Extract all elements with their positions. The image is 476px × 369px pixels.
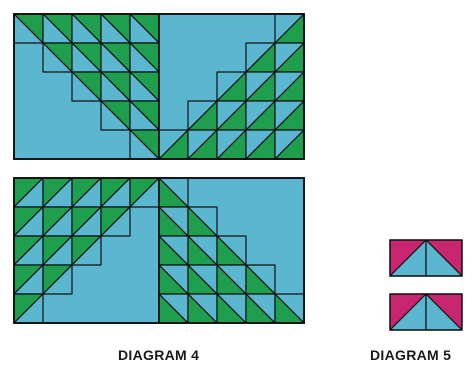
quilt-diagrams <box>0 0 476 340</box>
block-top-right <box>159 14 304 159</box>
diagram-4-caption: DIAGRAM 4 <box>118 347 199 363</box>
diagram-5 <box>390 240 462 330</box>
block-bottom-left <box>14 178 159 323</box>
unit-top <box>390 240 462 276</box>
unit-bottom <box>390 294 462 330</box>
diagram-5-caption: DIAGRAM 5 <box>370 347 451 363</box>
block-top-left <box>14 14 159 159</box>
block-bottom-right <box>159 178 304 323</box>
diagram-4 <box>14 14 304 323</box>
